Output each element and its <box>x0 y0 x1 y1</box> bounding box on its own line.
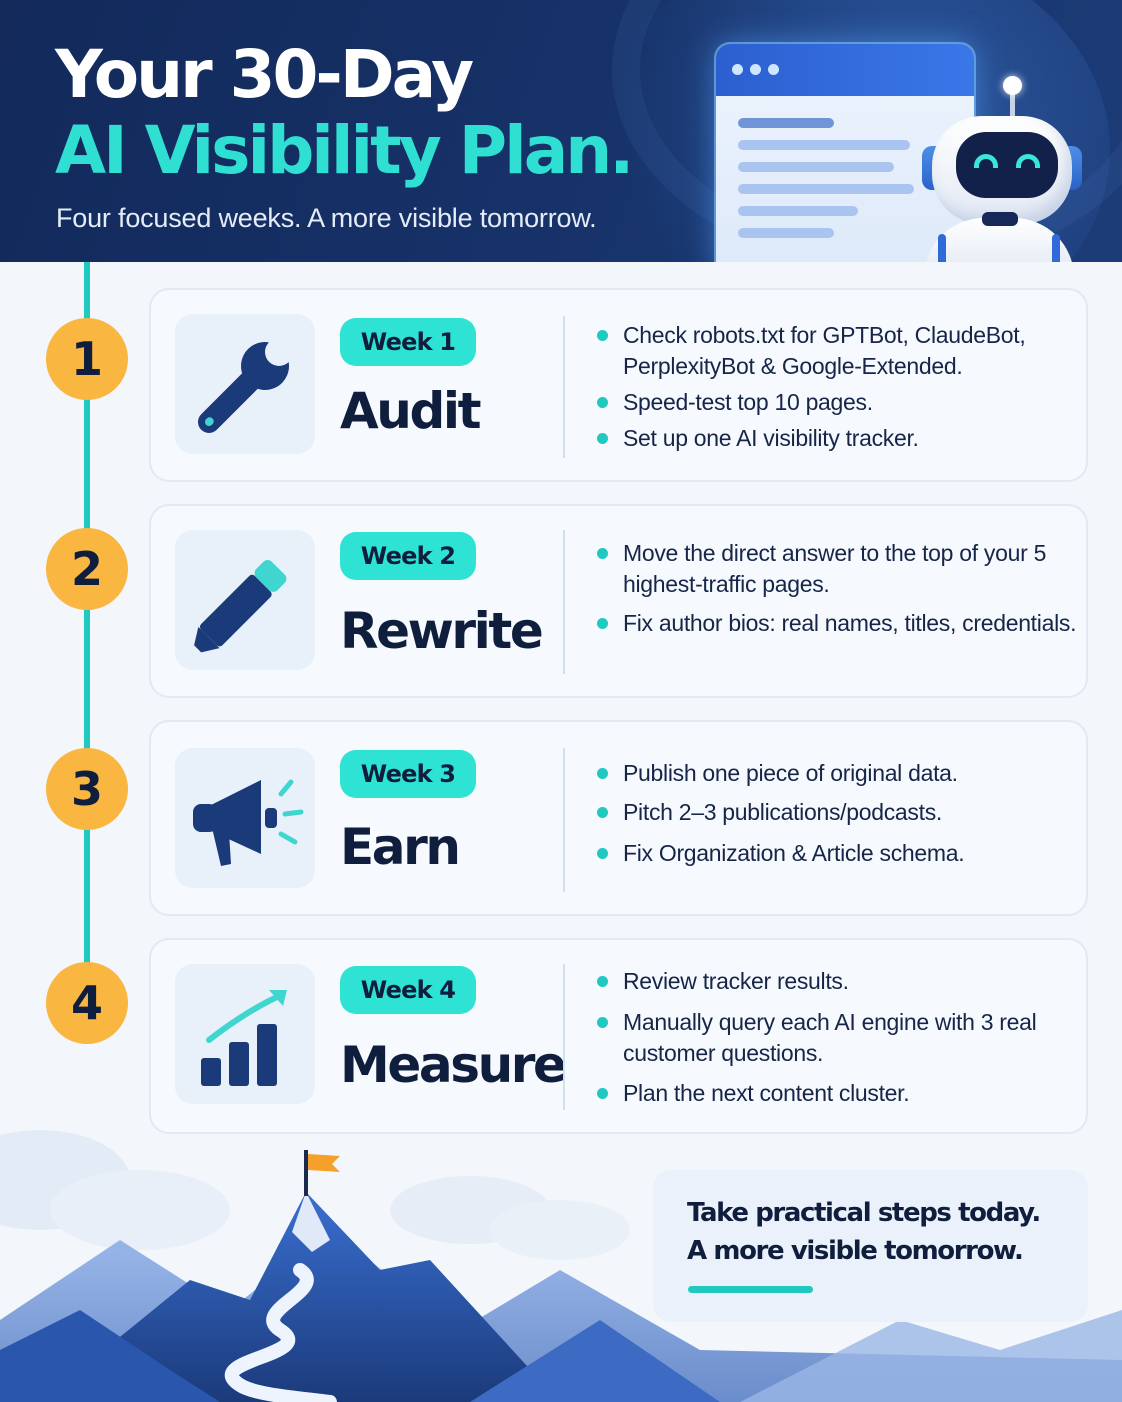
title-line-2: AI Visibility Plan. <box>55 112 634 189</box>
icon-tile <box>175 748 315 888</box>
list-item: Publish one piece of original data. <box>597 758 1077 789</box>
list-item: Speed-test top 10 pages. <box>597 387 1077 418</box>
icon-tile <box>175 530 315 670</box>
bullet-list: Review tracker results. Manually query e… <box>597 966 1077 1109</box>
bullet-list: Check robots.txt for GPTBot, ClaudeBot, … <box>597 320 1077 454</box>
week-card-audit: Week 1 Audit Check robots.txt for GPTBot… <box>149 288 1088 482</box>
bullet-list: Move the direct answer to the top of you… <box>597 538 1077 639</box>
step-title: Measure <box>340 1036 567 1094</box>
robot-icon <box>920 74 1082 262</box>
step-number-3: 3 <box>46 748 128 830</box>
bullet-list: Publish one piece of original data. Pitc… <box>597 758 1077 869</box>
list-item: Move the direct answer to the top of you… <box>597 538 1077 600</box>
step-title: Earn <box>340 818 461 876</box>
week-card-earn: Week 3 Earn Publish one piece of origina… <box>149 720 1088 916</box>
pencil-icon <box>191 560 287 655</box>
week-card-measure: Week 4 Measure Review tracker results. M… <box>149 938 1088 1134</box>
megaphone-icon <box>193 779 304 866</box>
step-title: Audit <box>340 382 482 440</box>
step-title: Rewrite <box>340 602 544 660</box>
icon-tile <box>175 314 315 454</box>
list-item: Pitch 2–3 publications/podcasts. <box>597 797 1077 828</box>
growth-chart-icon <box>201 990 287 1086</box>
step-number-1: 1 <box>46 318 128 400</box>
list-item: Review tracker results. <box>597 966 1077 997</box>
timeline-line <box>84 262 90 1002</box>
icon-tile <box>175 964 315 1104</box>
subtitle: Four focused weeks. A more visible tomor… <box>56 203 597 233</box>
list-item: Check robots.txt for GPTBot, ClaudeBot, … <box>597 320 1077 382</box>
week-label-badge: Week 1 <box>340 318 476 366</box>
header-banner: Your 30-Day AI Visibility Plan. Four foc… <box>0 0 1122 262</box>
cta-line-1: Take practical steps today. <box>687 1198 1041 1228</box>
list-item: Set up one AI visibility tracker. <box>597 423 1077 454</box>
step-number-2: 2 <box>46 528 128 610</box>
call-to-action-box: Take practical steps today. A more visib… <box>653 1170 1088 1322</box>
week-label-badge: Week 2 <box>340 532 476 580</box>
list-item: Plan the next content cluster. <box>597 1078 1077 1109</box>
list-item: Fix author bios: real names, titles, cre… <box>597 608 1077 639</box>
week-card-rewrite: Week 2 Rewrite Move the direct answer to… <box>149 504 1088 698</box>
title-line-1: Your 30-Day <box>55 36 474 113</box>
mountain-illustration <box>0 1130 1122 1402</box>
step-number-4: 4 <box>46 962 128 1044</box>
week-label-badge: Week 3 <box>340 750 476 798</box>
browser-title-bar <box>716 44 974 96</box>
list-item: Manually query each AI engine with 3 rea… <box>597 1007 1077 1069</box>
week-label-badge: Week 4 <box>340 966 476 1014</box>
cta-line-2: A more visible tomorrow. <box>687 1236 1024 1266</box>
wrench-icon <box>198 335 306 433</box>
list-item: Fix Organization & Article schema. <box>597 838 1077 869</box>
cta-accent-bar <box>688 1286 813 1293</box>
